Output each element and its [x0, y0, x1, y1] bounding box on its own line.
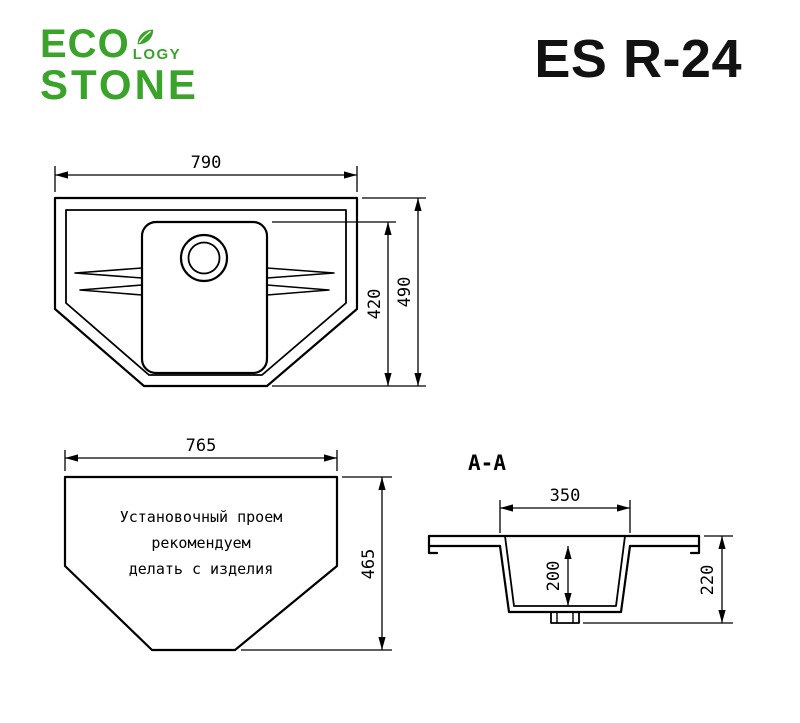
section-bowl-width-dim-label: 350: [550, 486, 581, 506]
drainboard-groove-left-1: [74, 267, 143, 279]
sink-inner-contour: [65, 209, 347, 376]
plan-dimensions: 790 420 490: [54, 153, 426, 387]
cutout-dimensions: 765 465: [64, 436, 392, 651]
section-rim-edge-left: [427, 534, 439, 555]
sink-bowl: [140, 220, 269, 375]
section-view: A-A: [427, 451, 701, 624]
cutout-width-dim-label: 765: [186, 436, 217, 456]
plan-overall-depth-dim-label: 490: [395, 277, 415, 308]
logo-top-line: ECO LOGY: [40, 24, 199, 64]
drain-outer-circle: [179, 233, 229, 283]
section-bowl-depth-dim-label: 200: [544, 561, 564, 592]
logo-right-block: LOGY: [133, 28, 182, 64]
section-title: A-A: [468, 451, 506, 475]
section-drain-boss: [550, 611, 580, 624]
leaf-icon: [137, 29, 153, 45]
section-bowl-inner-profile: [504, 535, 626, 607]
ecology-stone-logo: ECO LOGY STONE: [40, 24, 199, 106]
plan-bowl-depth-dim-label: 420: [365, 289, 385, 320]
plan-view: [53, 196, 359, 388]
drainboard-groove-left-2: [79, 284, 143, 296]
drainboard-groove-right-1: [266, 267, 335, 279]
cutout-note-line-1: Установочный проем: [120, 508, 283, 526]
model-title: ES R-24: [534, 29, 742, 89]
section-bowl-outer-profile: [498, 544, 632, 614]
section-overall-height-dim-label: 220: [698, 565, 718, 596]
logo-logy-text: LOGY: [132, 46, 182, 63]
cutout-view: Установочный проем рекомендуем делать с …: [63, 475, 339, 652]
section-dimensions: 350 200 220: [499, 486, 733, 624]
cutout-outline: [63, 475, 339, 652]
drain-inner-circle: [187, 241, 221, 275]
logo-eco-text: ECO: [40, 22, 130, 66]
sink-outline: [53, 196, 359, 388]
plan-width-dim-label: 790: [191, 153, 222, 173]
logo-stone-text: STONE: [40, 61, 199, 108]
drainboard-groove-right-2: [266, 284, 330, 296]
cutout-note-line-2: рекомендуем: [151, 534, 250, 552]
cutout-height-dim-label: 465: [359, 549, 379, 580]
section-rim-edge-right: [689, 534, 701, 555]
cutout-note-line-3: делать с изделия: [129, 560, 274, 578]
